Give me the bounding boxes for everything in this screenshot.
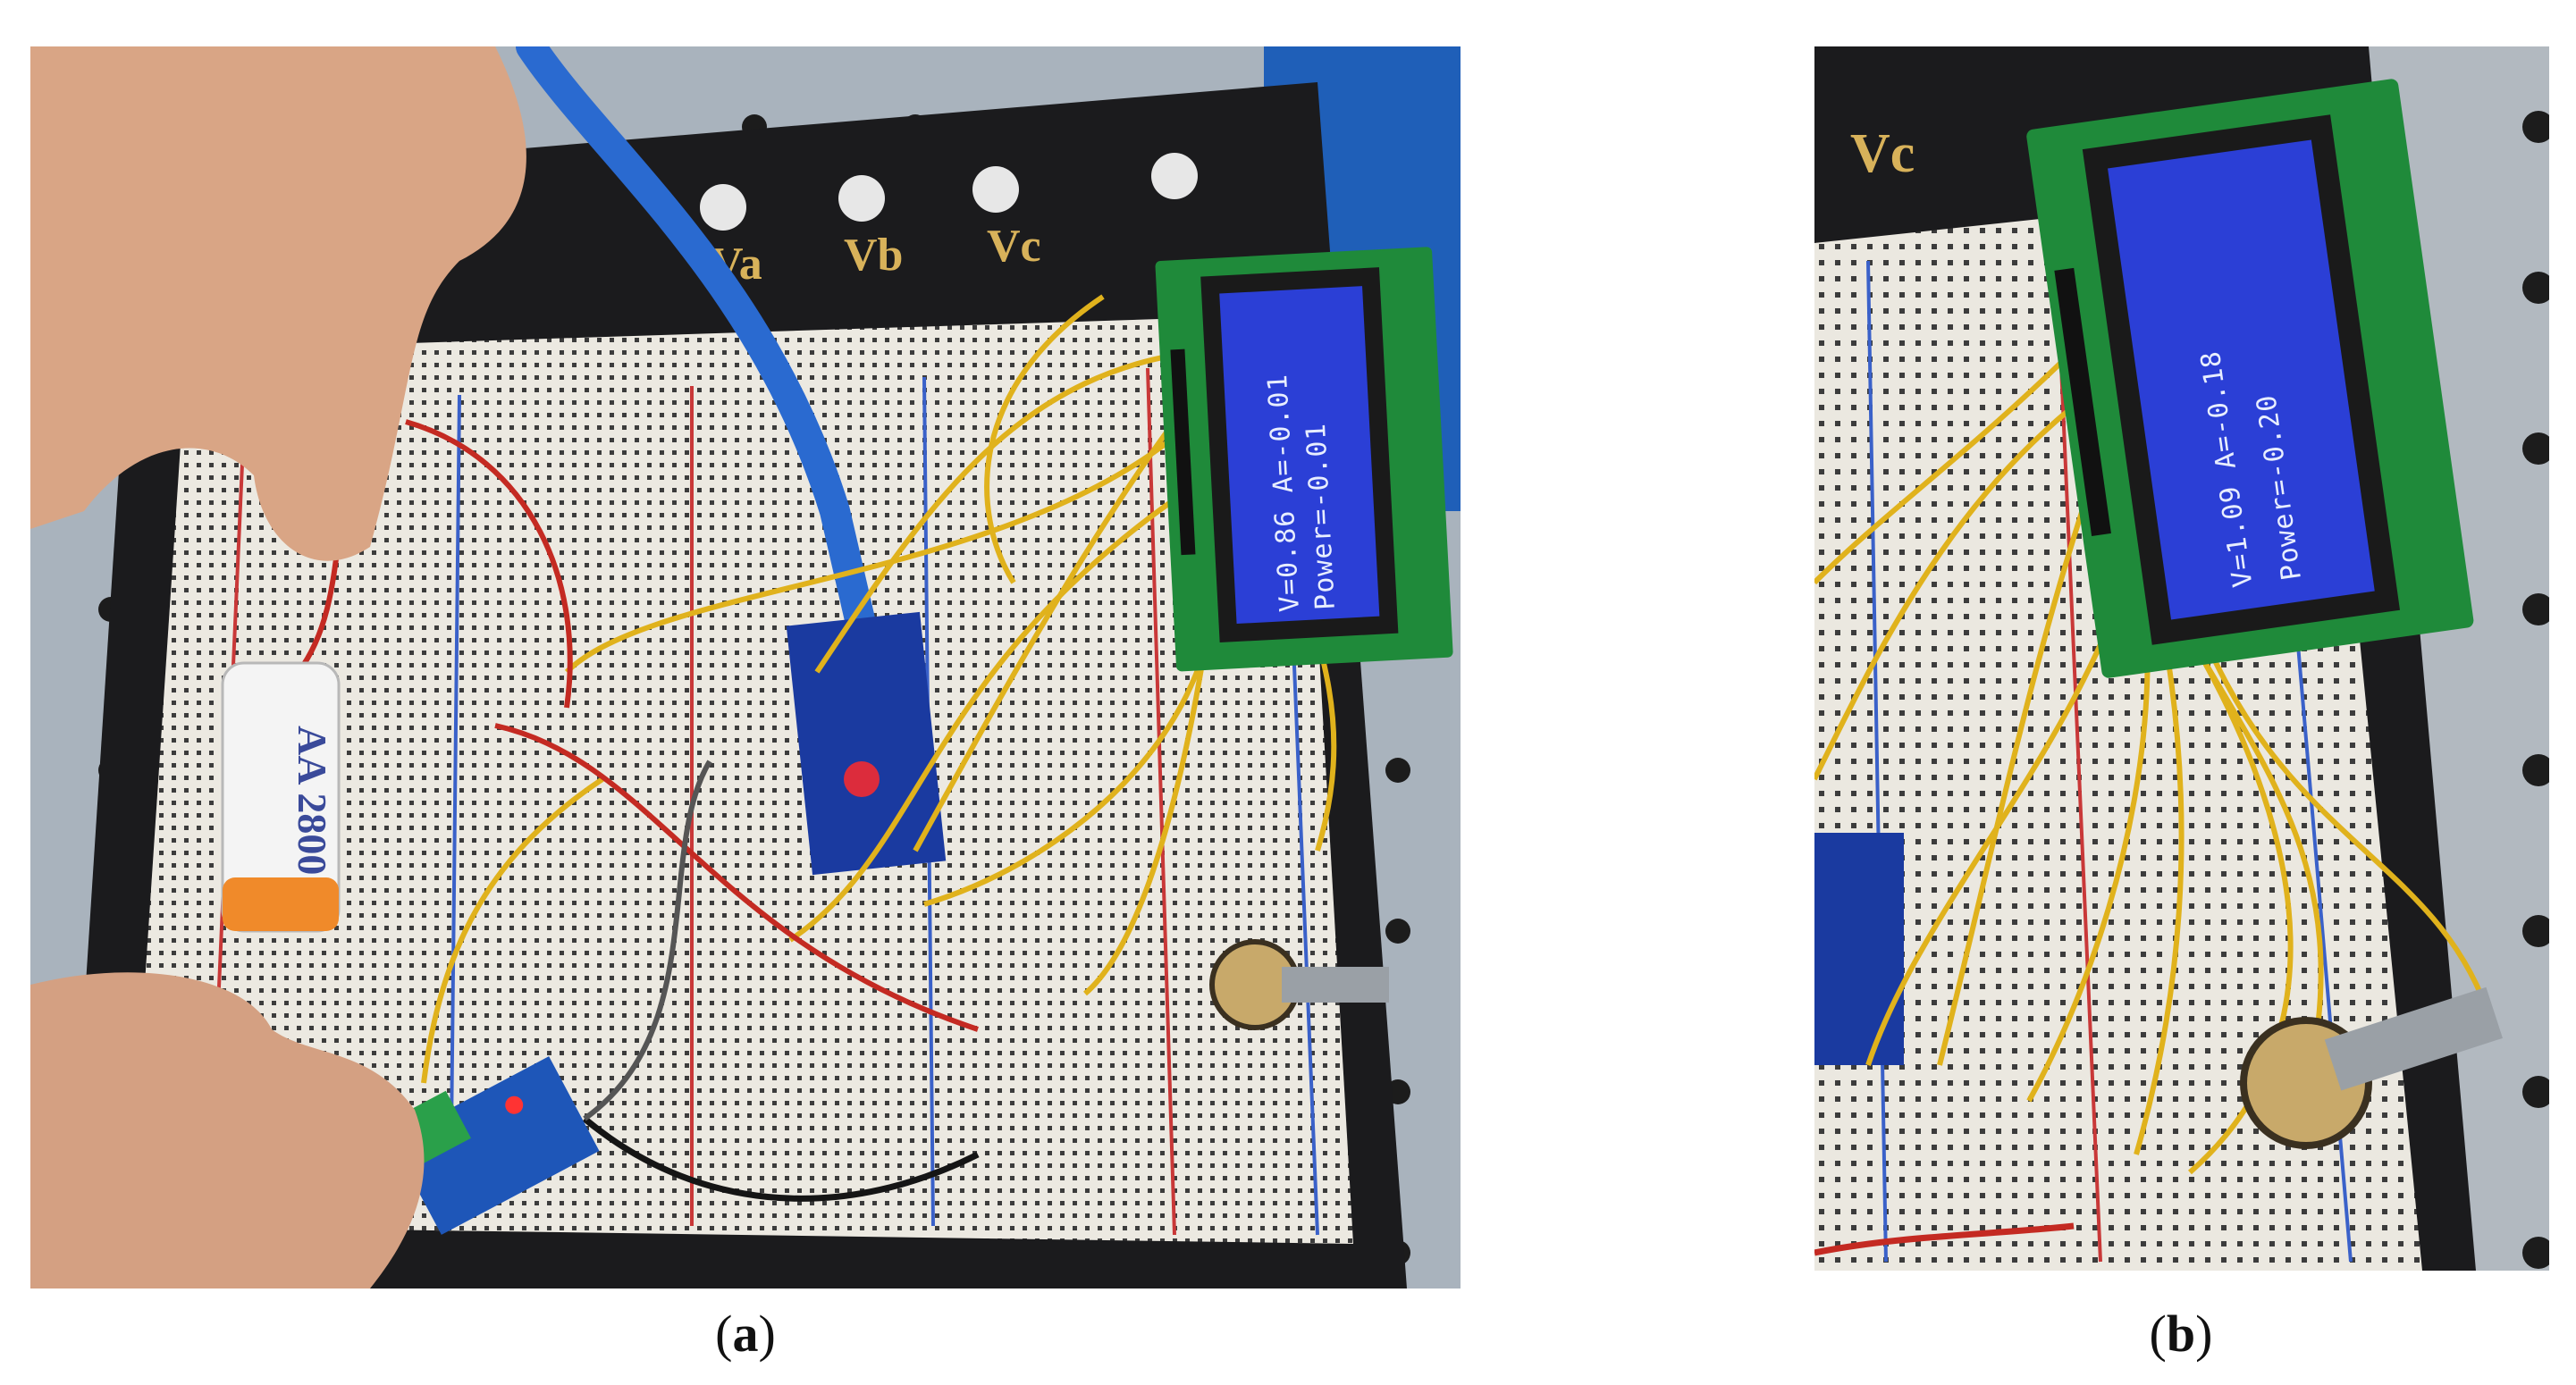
terminal-hole <box>838 175 885 222</box>
photo-panel-b: Vc V=1.09 A=-0.18 Power=-0.20 <box>1814 46 2549 1271</box>
breadboard-photo-a: Va Vb Vc <box>30 46 1461 1288</box>
potentiometer-shaft <box>1282 967 1389 1003</box>
photo-panel-a: Va Vb Vc <box>30 46 1461 1288</box>
lcd-module-b: V=1.09 A=-0.18 Power=-0.20 <box>2026 79 2474 678</box>
yellow-wires <box>1814 339 2496 1175</box>
caption-a-letter: a <box>732 1305 759 1363</box>
board-label-vc: Vc <box>1850 123 1915 184</box>
breadboard-photo-b: Vc V=1.09 A=-0.18 Power=-0.20 <box>1814 46 2549 1271</box>
status-led <box>844 761 880 797</box>
caption-b: (b) <box>2149 1305 2213 1363</box>
hand-top <box>30 46 526 561</box>
usb-cable <box>516 46 877 642</box>
black-wire <box>582 1116 980 1202</box>
arduino-nano <box>1814 833 1904 1065</box>
caption-b-letter: b <box>2166 1305 2196 1363</box>
board-label-vb: Vb <box>844 230 903 281</box>
terminal-hole <box>700 184 746 231</box>
board-label-vc: Vc <box>987 221 1041 272</box>
terminal-hole <box>1151 153 1198 199</box>
battery: AA 2800 <box>221 661 341 933</box>
lcd-module-a: V=0.86 A=-0.01 Power=-0.01 <box>1155 247 1453 672</box>
gray-wire <box>583 760 712 1121</box>
caption-a: (a) <box>715 1305 776 1363</box>
potentiometer-shaft <box>2324 986 2503 1091</box>
hand-bottom <box>30 972 425 1288</box>
battery-label: AA 2800 <box>290 726 335 875</box>
red-wire <box>1814 1222 2075 1256</box>
terminal-hole <box>972 166 1019 213</box>
